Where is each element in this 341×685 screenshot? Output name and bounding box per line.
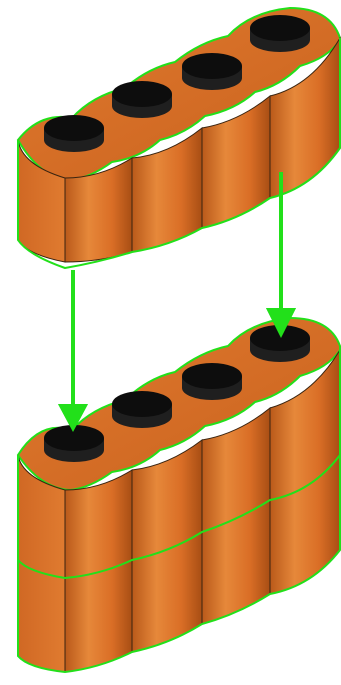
top-brick-stud-4 <box>250 15 310 52</box>
arrow-head-right <box>266 308 296 338</box>
top-brick-stud-1 <box>44 115 104 152</box>
bottom-stack-stud-4 <box>250 325 310 362</box>
top-brick-outline <box>17 38 341 270</box>
bottom-row-seam <box>17 454 341 580</box>
bottom-stack-stud-1 <box>44 425 104 462</box>
bottom-stack-stud-3 <box>182 363 242 400</box>
bottom-stack-outline <box>17 346 341 674</box>
top-brick-stud-2 <box>112 81 172 118</box>
top-brick <box>16 6 341 270</box>
top-brick-stud-3 <box>182 53 242 90</box>
bottom-stack-stud-2 <box>112 391 172 428</box>
arrow-head-left <box>58 404 88 432</box>
top-brick-scallop-3 <box>201 94 271 229</box>
bottom-stack <box>16 316 341 674</box>
